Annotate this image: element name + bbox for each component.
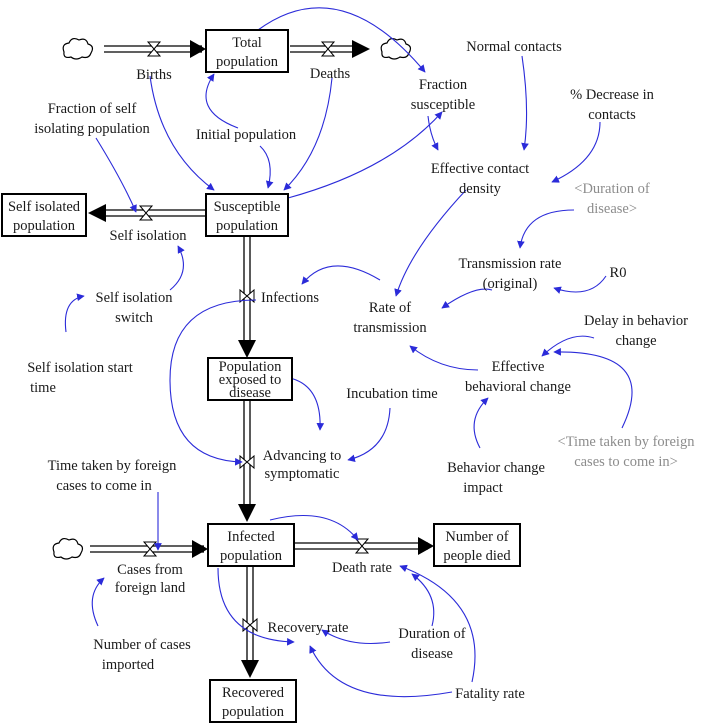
var-self-isolation-start-time[interactable]: time — [30, 380, 56, 396]
flow-deaths[interactable]: Deaths — [310, 66, 351, 82]
stock-self-isolated-population[interactable]: Self isolated population — [1, 193, 87, 237]
var-time-taken-foreign-shadow[interactable]: cases to come in> — [574, 454, 678, 470]
stock-label: exposed to — [219, 372, 281, 388]
valve-icon — [146, 41, 162, 57]
var-fraction-susceptible[interactable]: susceptible — [411, 97, 475, 113]
valve-icon — [239, 288, 255, 304]
var-fatality-rate[interactable]: Fatality rate — [455, 686, 525, 702]
var-time-taken-foreign[interactable]: cases to come in — [56, 478, 152, 494]
var-delay-in-behavior-change[interactable]: Delay in behavior — [584, 313, 688, 329]
valve-icon — [138, 205, 154, 221]
var-incubation-time[interactable]: Incubation time — [346, 386, 437, 402]
flow-death-rate[interactable]: Death rate — [332, 560, 392, 576]
var-fraction-self-isolating[interactable]: isolating population — [34, 121, 150, 137]
flow-recovery-rate[interactable]: Recovery rate — [268, 620, 349, 636]
flow-cases-from-foreign-land[interactable]: foreign land — [115, 580, 186, 596]
stock-label: population — [216, 54, 279, 70]
var-time-taken-foreign[interactable]: Time taken by foreign — [48, 458, 177, 474]
var-rate-of-transmission[interactable]: Rate of — [369, 300, 411, 316]
var-behavior-change-impact[interactable]: impact — [463, 480, 502, 496]
var-effective-contact-density[interactable]: Effective contact — [431, 161, 529, 177]
var-transmission-rate-original[interactable]: (original) — [483, 276, 538, 292]
var-r0[interactable]: R0 — [610, 265, 627, 281]
cloud-icon — [52, 537, 84, 560]
stock-label: population — [222, 704, 285, 720]
var-percent-decrease-contacts[interactable]: contacts — [588, 107, 636, 123]
stock-label: population — [220, 548, 283, 564]
stock-label: population — [216, 218, 279, 234]
flow-pipes — [88, 40, 434, 678]
valve-icon — [239, 454, 255, 470]
var-duration-of-disease[interactable]: disease — [411, 646, 453, 662]
valve-icon — [354, 538, 370, 554]
var-effective-behavioral-change[interactable]: behavioral change — [465, 379, 571, 395]
var-percent-decrease-contacts[interactable]: % Decrease in — [570, 87, 654, 103]
var-fraction-self-isolating[interactable]: Fraction of self — [48, 101, 137, 117]
stock-susceptible-population[interactable]: Susceptible population — [205, 193, 289, 237]
var-number-of-cases-imported[interactable]: imported — [102, 657, 155, 673]
stock-label: Self isolated — [8, 199, 81, 215]
var-duration-of-disease[interactable]: Duration of — [398, 626, 465, 642]
valve-icon — [142, 541, 158, 557]
var-duration-of-disease-shadow[interactable]: disease> — [587, 201, 637, 217]
var-fraction-susceptible[interactable]: Fraction — [419, 77, 468, 93]
stock-label: Number of — [445, 529, 508, 545]
flow-advancing-to-symptomatic[interactable]: Advancing to — [263, 448, 342, 464]
var-effective-contact-density[interactable]: density — [459, 181, 502, 197]
var-effective-behavioral-change[interactable]: Effective — [492, 359, 545, 375]
stock-label: Susceptible — [214, 199, 281, 215]
flow-infections[interactable]: Infections — [261, 290, 319, 306]
var-self-isolation-switch[interactable]: Self isolation — [96, 290, 174, 306]
stock-label: Total — [232, 35, 262, 51]
var-normal-contacts[interactable]: Normal contacts — [466, 39, 562, 55]
stock-infected-population[interactable]: Infected population — [207, 523, 295, 567]
var-duration-of-disease-shadow[interactable]: <Duration of — [574, 181, 650, 197]
flow-self-isolation[interactable]: Self isolation — [110, 228, 188, 244]
var-delay-in-behavior-change[interactable]: change — [615, 333, 656, 349]
var-initial-population[interactable]: Initial population — [196, 127, 297, 143]
flow-advancing-to-symptomatic[interactable]: symptomatic — [265, 466, 340, 482]
var-number-of-cases-imported[interactable]: Number of cases — [93, 637, 191, 653]
var-behavior-change-impact[interactable]: Behavior change — [447, 460, 545, 476]
flow-cases-from-foreign-land[interactable]: Cases from — [117, 562, 183, 578]
stock-number-of-people-died[interactable]: Number of people died — [433, 523, 521, 567]
cloud-icon — [62, 37, 94, 60]
var-self-isolation-switch[interactable]: switch — [115, 310, 154, 326]
causal-links — [64, 7, 633, 698]
cloud-icon — [380, 37, 412, 60]
stock-label: Infected — [227, 529, 275, 545]
stock-label: disease — [229, 385, 271, 401]
stock-label: Recovered — [222, 685, 285, 701]
stock-recovered-population[interactable]: Recovered population — [209, 679, 297, 723]
stock-label: population — [13, 218, 76, 234]
stock-label: people died — [443, 548, 511, 564]
stock-total-population[interactable]: Total population — [205, 29, 289, 73]
flow-births[interactable]: Births — [136, 67, 172, 83]
var-rate-of-transmission[interactable]: transmission — [353, 320, 427, 336]
var-time-taken-foreign-shadow[interactable]: <Time taken by foreign — [558, 434, 696, 450]
valve-icon — [320, 41, 336, 57]
stock-population-exposed[interactable]: Population exposed to disease — [207, 357, 293, 401]
var-transmission-rate-original[interactable]: Transmission rate — [459, 256, 562, 272]
stock-label: Population — [219, 359, 283, 375]
var-self-isolation-start-time[interactable]: Self isolation start — [27, 360, 133, 376]
